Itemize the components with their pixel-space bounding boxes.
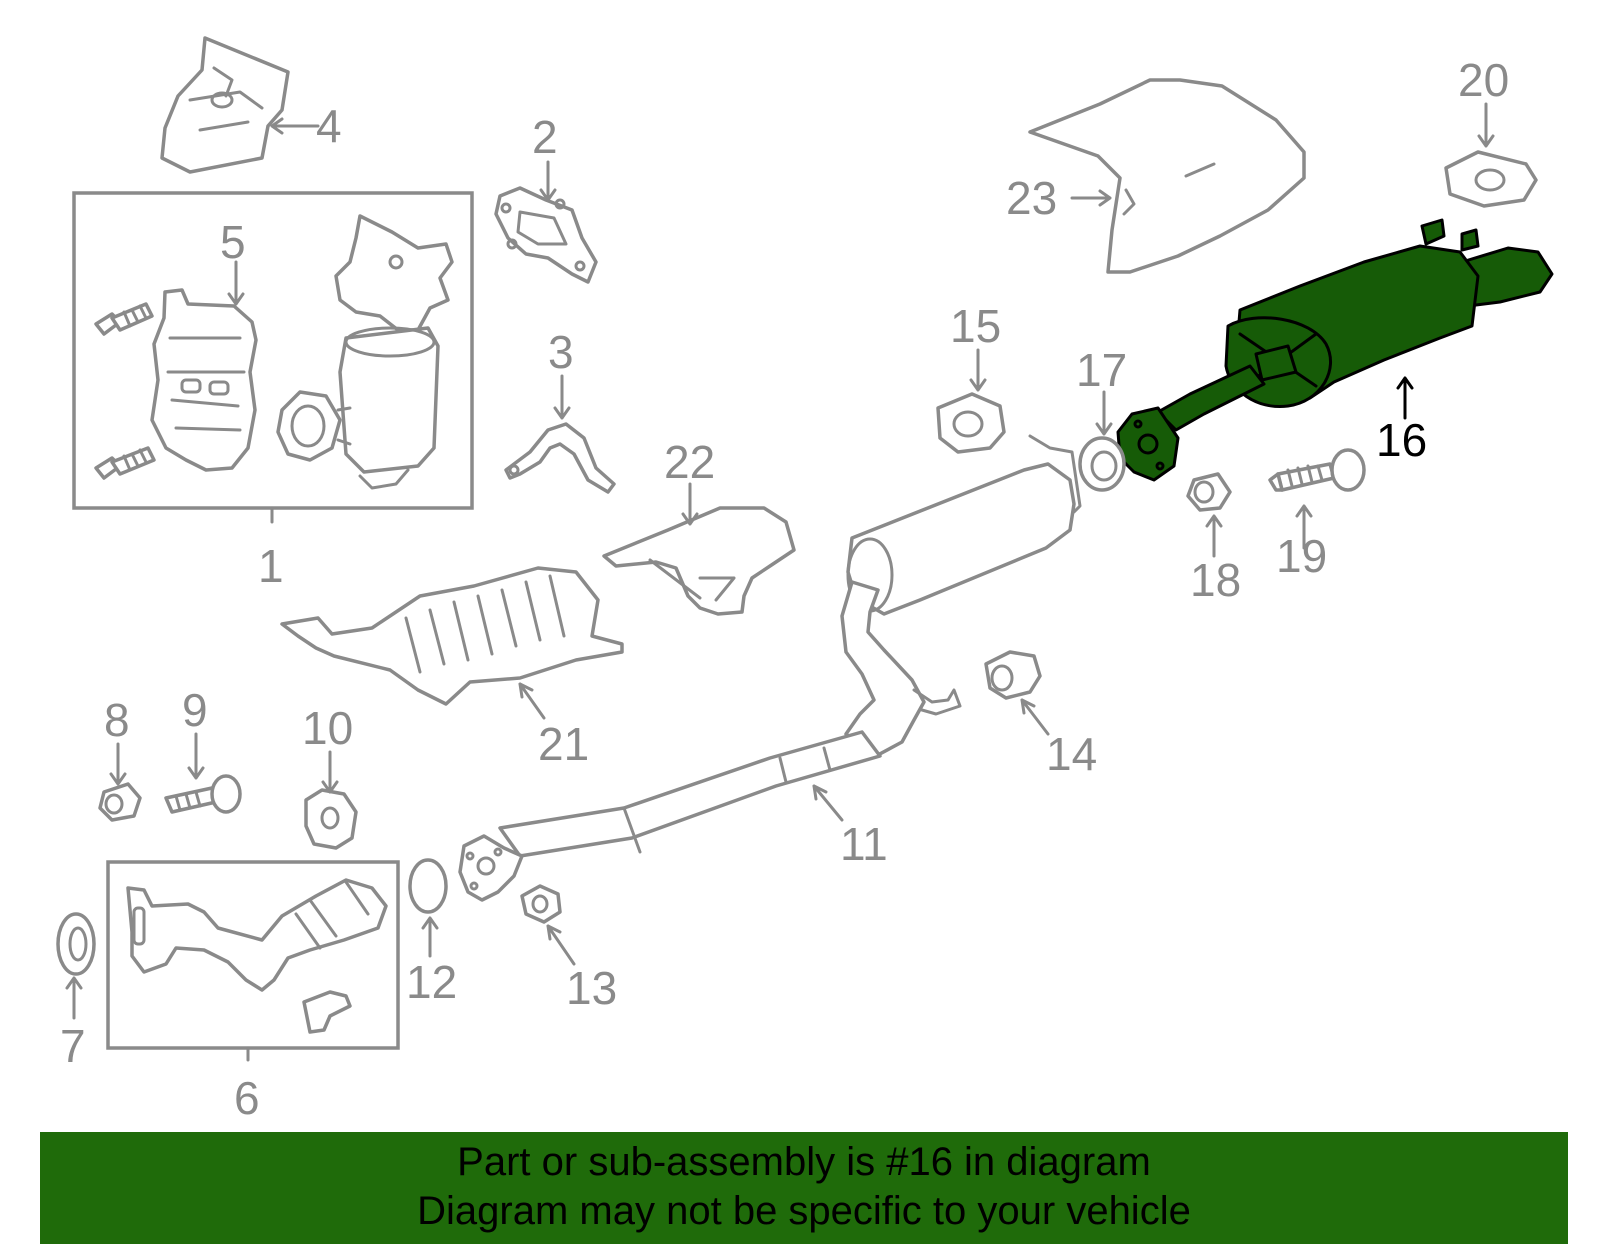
callout-9: 9 (182, 684, 208, 736)
exhaust-system-diagram: 4 1 5 2 (56, 36, 1554, 1120)
callout-13: 13 (566, 962, 617, 1014)
bolt-lower (94, 446, 156, 480)
part-5-catalytic-converter (150, 288, 258, 472)
part-21-heat-shield (280, 566, 624, 706)
callout-21: 21 (538, 718, 589, 770)
part-8-bushing (98, 782, 142, 822)
part-22-heat-shield (602, 506, 796, 616)
arrow-10 (321, 750, 339, 794)
bolt-upper (94, 302, 154, 336)
callout-7: 7 (60, 1020, 86, 1072)
arrow-13 (546, 924, 576, 966)
arrow-2 (539, 160, 557, 202)
part-9-bolt (164, 774, 242, 814)
callout-11: 11 (840, 818, 888, 870)
callout-4: 4 (316, 100, 342, 152)
part-6-front-pipe (126, 878, 388, 1034)
arrow-5 (227, 260, 245, 306)
part-18-bushing (1186, 472, 1232, 512)
arrow-11 (812, 784, 844, 822)
callout-1: 1 (258, 540, 284, 592)
arrow-8 (109, 742, 127, 786)
callout-8: 8 (104, 694, 130, 746)
arrow-22 (681, 482, 699, 526)
part-4-heat-shield (160, 36, 290, 174)
part-7-gasket (56, 912, 96, 976)
part-23-heat-shield (1028, 78, 1306, 274)
arrow-20 (1477, 102, 1495, 148)
callout-20: 20 (1458, 54, 1509, 106)
callout-12: 12 (406, 956, 457, 1008)
part-10-hanger (304, 788, 358, 850)
notice-banner: Part or sub-assembly is #16 in diagram D… (40, 1132, 1568, 1244)
part-16-muffler-highlighted (1116, 218, 1554, 482)
arrow-16 (1396, 376, 1414, 420)
part-11-exhaust-pipe (458, 434, 1082, 902)
banner-line-1: Part or sub-assembly is #16 in diagram (457, 1140, 1151, 1184)
arrow-21 (518, 682, 546, 720)
arrow-3 (553, 374, 571, 420)
arrow-14 (1020, 698, 1050, 736)
part-6-assembly-box (106, 860, 400, 1050)
part-13-nut (520, 884, 562, 924)
callout-23: 23 (1006, 172, 1057, 224)
arrow-18 (1205, 514, 1223, 558)
callout-5: 5 (220, 216, 246, 268)
callout-10: 10 (302, 702, 353, 754)
callout-17: 17 (1076, 344, 1127, 396)
arrow-7 (65, 976, 83, 1020)
callout-14: 14 (1046, 728, 1097, 780)
part-12-gasket (408, 858, 448, 914)
arrow-17 (1095, 390, 1113, 436)
callout-16: 16 (1376, 414, 1427, 466)
arrow-19 (1295, 504, 1313, 550)
part-15-insulator (936, 392, 1006, 454)
part-20-insulator (1444, 150, 1538, 208)
callout-22: 22 (664, 436, 715, 488)
part-3-bracket (504, 422, 616, 494)
arrow-15 (969, 348, 987, 392)
arrow-4 (270, 117, 320, 135)
callout-19: 19 (1276, 530, 1327, 582)
arrow-23 (1070, 189, 1112, 207)
callout-15: 15 (950, 300, 1001, 352)
callout-6: 6 (234, 1072, 260, 1120)
part-2-gasket (494, 186, 598, 284)
callout-18: 18 (1190, 554, 1241, 606)
part-19-bolt (1268, 448, 1366, 492)
part-17-gasket (1078, 436, 1126, 492)
arrow-12 (421, 916, 439, 958)
manifold-converter (276, 214, 454, 490)
arrow-9 (187, 732, 205, 780)
callout-2: 2 (532, 111, 558, 163)
callout-3: 3 (548, 326, 574, 378)
banner-line-2: Diagram may not be specific to your vehi… (417, 1189, 1191, 1233)
part-14-bushing (984, 650, 1042, 700)
